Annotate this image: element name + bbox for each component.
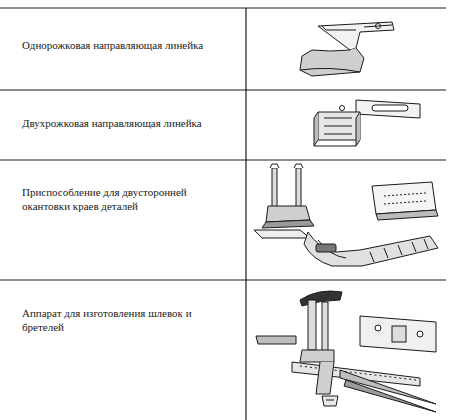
table-grid xyxy=(0,8,446,420)
edge-binding-device xyxy=(254,164,438,266)
two-horn-ruler xyxy=(314,100,420,146)
table-cell: Двухрожковая направляющая линейка xyxy=(22,116,232,130)
table-cell: Приспособление для двусторонней окантовк… xyxy=(22,185,227,213)
table-cell: Аппарат для изготовления шлевок и бретел… xyxy=(22,306,217,334)
belt-loop-apparatus xyxy=(256,291,436,412)
one-horn-ruler xyxy=(300,22,394,76)
table-cell: Однорожковая направляющая линейка xyxy=(22,38,232,52)
